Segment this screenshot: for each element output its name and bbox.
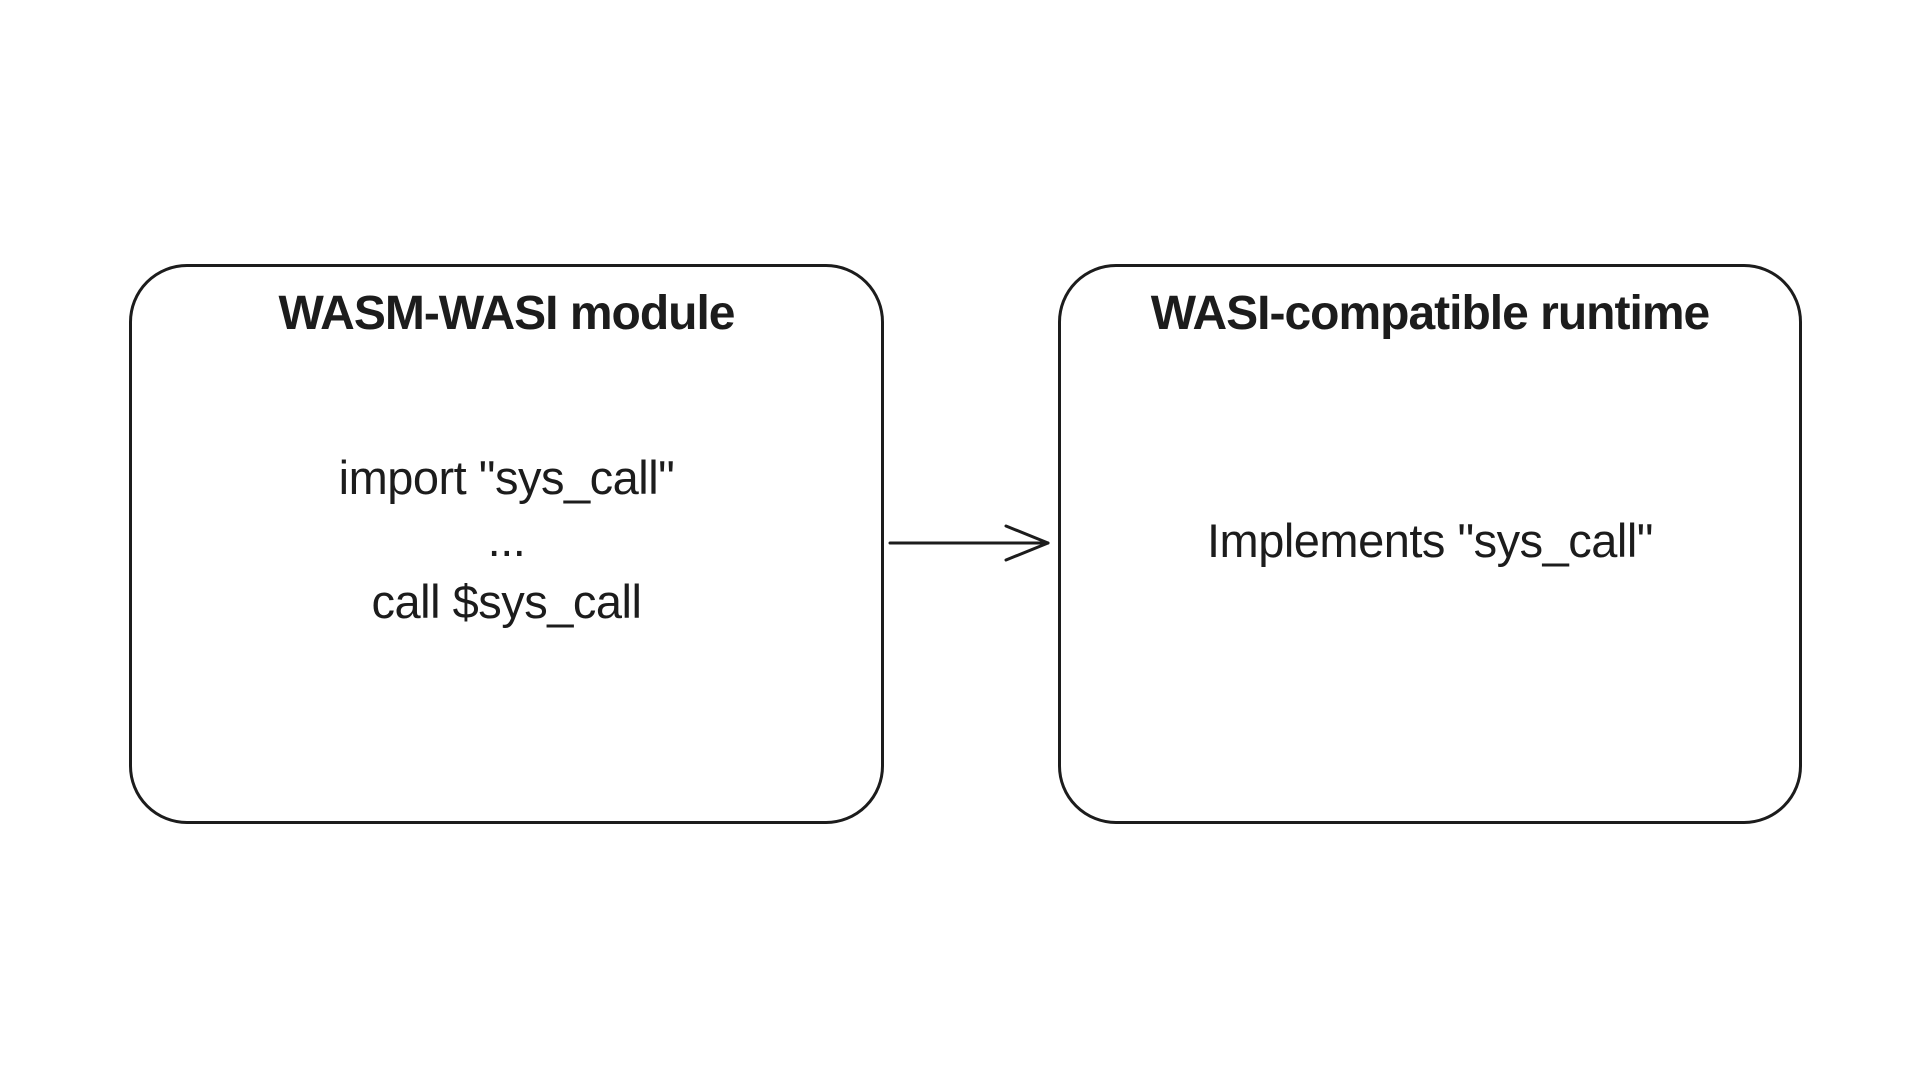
wasm-wasi-module-box: WASM-WASI module import "sys_call" ... c…: [129, 264, 884, 824]
wasi-compatible-runtime-title: WASI-compatible runtime: [1150, 287, 1710, 340]
wasi-compatible-runtime-box: WASI-compatible runtime Implements "sys_…: [1058, 264, 1802, 824]
implements-line: Implements "sys_call": [1206, 514, 1654, 567]
import-line: import "sys_call": [338, 451, 675, 504]
arrow-connector: [888, 524, 1050, 562]
ellipsis-line: ...: [487, 513, 526, 566]
wasm-wasi-module-title: WASM-WASI module: [278, 287, 736, 340]
arrowhead-icon: [1004, 524, 1050, 562]
wasi-compatible-runtime-body: Implements "sys_call": [1061, 510, 1799, 572]
wasm-wasi-module-body: import "sys_call" ... call $sys_call: [132, 447, 881, 633]
call-line: call $sys_call: [371, 575, 642, 628]
